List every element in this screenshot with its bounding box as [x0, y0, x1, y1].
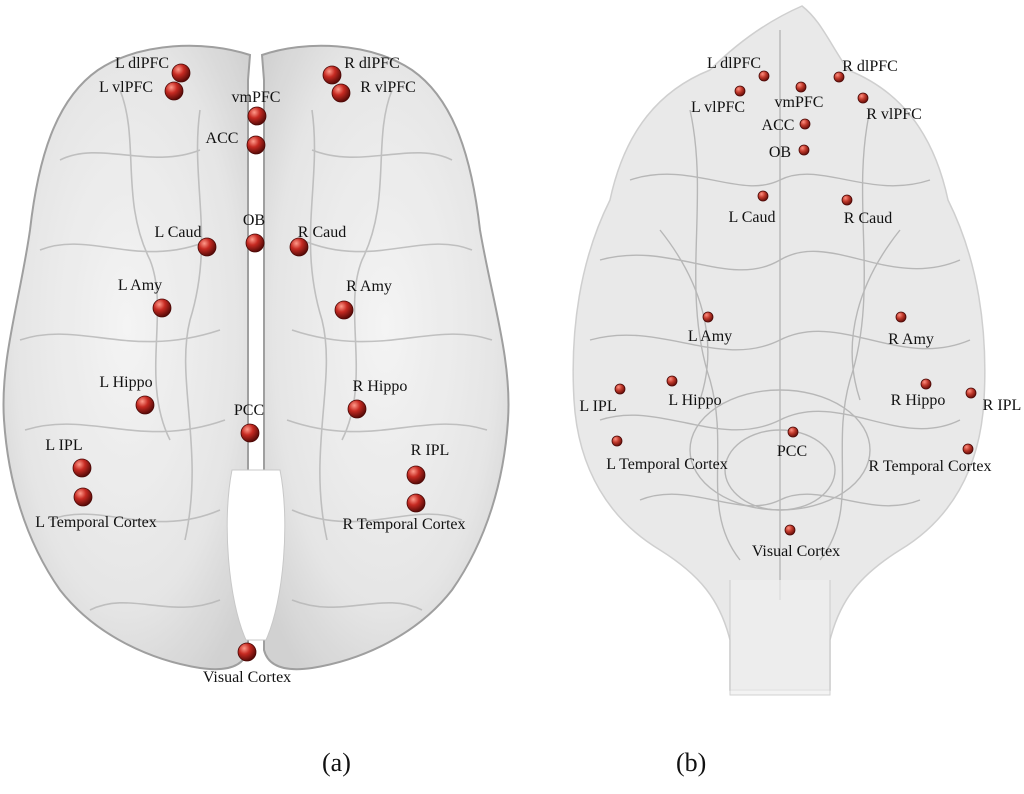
- label-a-l-ipl: L IPL: [45, 437, 82, 454]
- node-b-l-hippo: [666, 375, 678, 387]
- node-b-l-dlpfc: [758, 70, 770, 82]
- node-b-vmpfc: [795, 81, 807, 93]
- label-a-r-caud: R Caud: [298, 224, 346, 241]
- brain-outline-a: [2, 44, 510, 671]
- node-b-l-temporal: [611, 435, 623, 447]
- node-a-r-ipl: [406, 465, 426, 485]
- node-a-acc: [246, 135, 266, 155]
- node-a-visual: [237, 642, 257, 662]
- node-b-ob: [798, 144, 810, 156]
- node-a-r-caud: [289, 237, 309, 257]
- label-b-l-temporal: L Temporal Cortex: [606, 456, 728, 473]
- label-a-l-hippo: L Hippo: [99, 374, 152, 391]
- node-b-l-caud: [757, 190, 769, 202]
- label-b-r-dlpfc: R dlPFC: [842, 58, 898, 75]
- node-a-r-temporal: [406, 493, 426, 513]
- label-a-pcc: PCC: [234, 402, 264, 419]
- node-a-r-vlpfc: [331, 83, 351, 103]
- label-b-l-dlpfc: L dlPFC: [707, 55, 761, 72]
- label-a-acc: ACC: [206, 130, 239, 147]
- label-b-l-hippo: L Hippo: [668, 392, 721, 409]
- label-b-r-amy: R Amy: [888, 331, 934, 348]
- node-a-r-dlpfc: [322, 65, 342, 85]
- panel-a-brain-superior-view: L dlPFC L vlPFC R dlPFC R vlPFC vmPFC ACC L Ca…: [0, 0, 512, 720]
- label-b-l-amy: L Amy: [688, 328, 732, 345]
- label-b-l-vlpfc: L vlPFC: [691, 99, 745, 116]
- brain-b-svg: L dlPFC R dlPFC L vlPFC vmPFC R vlPFC ACC OB L …: [572, 5, 1021, 696]
- node-b-acc: [799, 118, 811, 130]
- label-b-r-ipl: R IPL: [983, 397, 1022, 414]
- label-a-l-caud: L Caud: [155, 224, 202, 241]
- node-a-ob: [245, 233, 265, 253]
- label-b-r-caud: R Caud: [844, 210, 892, 227]
- node-b-r-dlpfc: [833, 71, 845, 83]
- label-b-vmpfc: vmPFC: [775, 94, 824, 111]
- label-b-l-caud: L Caud: [729, 209, 776, 226]
- label-b-l-ipl: L IPL: [579, 398, 616, 415]
- label-a-l-amy: L Amy: [118, 277, 162, 294]
- label-a-ob: OB: [243, 212, 265, 229]
- caption-a: (a): [322, 748, 351, 777]
- label-a-r-hippo: R Hippo: [353, 378, 408, 395]
- node-a-r-hippo: [347, 399, 367, 419]
- node-a-l-vlpfc: [164, 81, 184, 101]
- node-a-l-amy: [152, 298, 172, 318]
- label-a-r-dlpfc: R dlPFC: [344, 55, 400, 72]
- label-b-visual: Visual Cortex: [752, 543, 840, 560]
- node-a-l-ipl: [72, 458, 92, 478]
- brain-a-svg: L dlPFC L vlPFC R dlPFC R vlPFC vmPFC ACC L Ca…: [2, 44, 510, 686]
- label-b-ob: OB: [769, 144, 791, 161]
- label-a-l-temporal: L Temporal Cortex: [35, 514, 157, 531]
- node-b-r-ipl: [965, 387, 977, 399]
- caption-b: (b): [676, 748, 707, 777]
- label-b-acc: ACC: [762, 117, 795, 134]
- brain-outline-b: [572, 5, 986, 696]
- node-b-r-temporal: [962, 443, 974, 455]
- node-b-r-hippo: [920, 378, 932, 390]
- node-a-r-amy: [334, 300, 354, 320]
- node-b-r-vlpfc: [857, 92, 869, 104]
- label-b-r-hippo: R Hippo: [891, 392, 946, 409]
- label-a-r-amy: R Amy: [346, 278, 392, 295]
- label-a-l-vlpfc: L vlPFC: [99, 79, 153, 96]
- node-a-l-hippo: [135, 395, 155, 415]
- node-b-r-amy: [895, 311, 907, 323]
- node-b-l-amy: [702, 311, 714, 323]
- label-b-pcc: PCC: [777, 443, 807, 460]
- label-a-l-dlpfc: L dlPFC: [115, 55, 169, 72]
- label-b-r-vlpfc: R vlPFC: [866, 106, 922, 123]
- node-a-vmpfc: [247, 106, 267, 126]
- label-a-r-temporal: R Temporal Cortex: [342, 516, 465, 533]
- label-a-vmpfc: vmPFC: [232, 89, 281, 106]
- node-b-l-vlpfc: [734, 85, 746, 97]
- label-b-r-temporal: R Temporal Cortex: [868, 458, 991, 475]
- node-a-pcc: [240, 423, 260, 443]
- panel-b-brain-translucent-view: L dlPFC R dlPFC L vlPFC vmPFC R vlPFC ACC OB L …: [540, 0, 1024, 720]
- label-a-visual: Visual Cortex: [203, 669, 291, 686]
- node-a-l-caud: [197, 237, 217, 257]
- node-b-visual: [784, 524, 796, 536]
- nodes-a: L dlPFC L vlPFC R dlPFC R vlPFC vmPFC ACC L Ca…: [35, 55, 465, 686]
- node-a-l-temporal: [73, 487, 93, 507]
- node-b-pcc: [787, 426, 799, 438]
- node-b-l-ipl: [614, 383, 626, 395]
- label-a-r-vlpfc: R vlPFC: [360, 79, 416, 96]
- nodes-b: L dlPFC R dlPFC L vlPFC vmPFC R vlPFC ACC OB L …: [579, 55, 1021, 560]
- node-a-l-dlpfc: [171, 63, 191, 83]
- node-b-r-caud: [841, 194, 853, 206]
- label-a-r-ipl: R IPL: [411, 442, 450, 459]
